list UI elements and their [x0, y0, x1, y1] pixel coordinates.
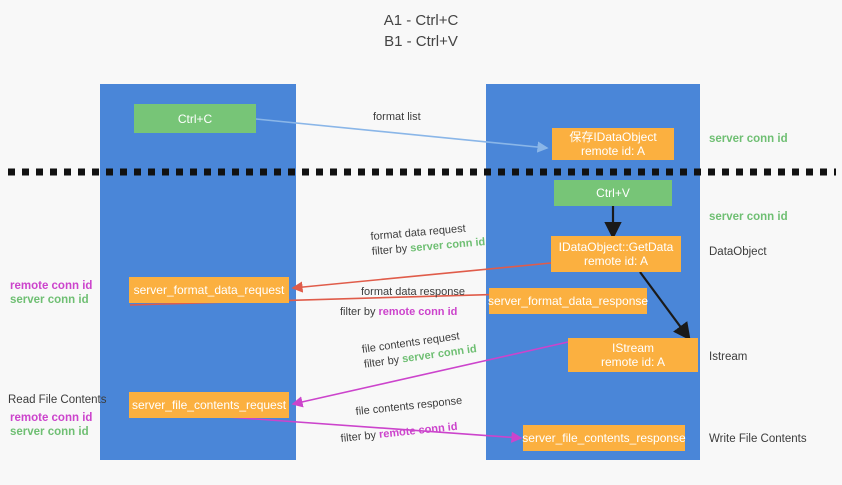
right-label-dataobject: DataObject [709, 246, 767, 258]
box-idataobject-getdata[interactable]: IDataObject::GetData remote id: A [551, 236, 681, 272]
left-label-server-conn-id-2: server conn id [10, 426, 89, 438]
box-istream[interactable]: IStream remote id: A [568, 338, 698, 372]
box-server-format-data-request[interactable]: server_format_data_request [129, 277, 289, 303]
left-label-server-conn-id-1: server conn id [10, 294, 89, 306]
left-label-group-1: remote conn id server conn id [10, 279, 92, 307]
edge-label-file-contents-response: file contents response [355, 394, 463, 420]
filter-prefix: filter by [340, 306, 379, 318]
filter-prefix: filter by [363, 353, 404, 371]
edge-label-format-list: format list [373, 111, 421, 123]
filter-prefix: filter by [340, 428, 380, 445]
right-label-server-conn-id-mid: server conn id [709, 211, 788, 223]
filter-prefix: filter by [371, 242, 411, 258]
box-server-file-contents-request[interactable]: server_file_contents_request [129, 392, 289, 418]
filter-value-remote-conn-id: remote conn id [378, 306, 458, 318]
filter-value-remote-conn-id: remote conn id [378, 420, 459, 441]
box-save-idataobject[interactable]: 保存IDataObject remote id: A [552, 128, 674, 160]
box-ctrl-c[interactable]: Ctrl+C [134, 104, 256, 133]
box-ctrl-v[interactable]: Ctrl+V [554, 180, 672, 206]
left-label-remote-conn-id-1: remote conn id [10, 280, 93, 292]
right-label-istream: Istream [709, 351, 748, 363]
left-label-remote-conn-id-2: remote conn id [10, 412, 93, 424]
right-label-write-file-contents: Write File Contents [709, 433, 807, 445]
edge-label-file-contents-response-line1: file contents response [355, 394, 463, 418]
edge-label-file-contents-request: file contents request filter by server c… [361, 327, 478, 373]
box-server-format-data-response[interactable]: server_format_data_response [488, 288, 648, 314]
left-label-read-file-contents: Read File Contents [8, 394, 107, 406]
box-server-file-contents-response[interactable]: server_file_contents_response [522, 425, 686, 451]
edge-label-format-data-response: format data response [361, 286, 465, 298]
right-label-server-conn-id-top: server conn id [709, 133, 788, 145]
left-label-group-2: remote conn id server conn id [10, 411, 92, 439]
edge-label-format-data-request: format data request filter by server con… [370, 220, 486, 260]
page-title: A1 - Ctrl+C B1 - Ctrl+V [383, 12, 459, 50]
edge-label-file-contents-response-filter: filter by remote conn id [340, 420, 458, 447]
edge-label-format-data-response-filter: filter by remote conn id [340, 305, 457, 320]
